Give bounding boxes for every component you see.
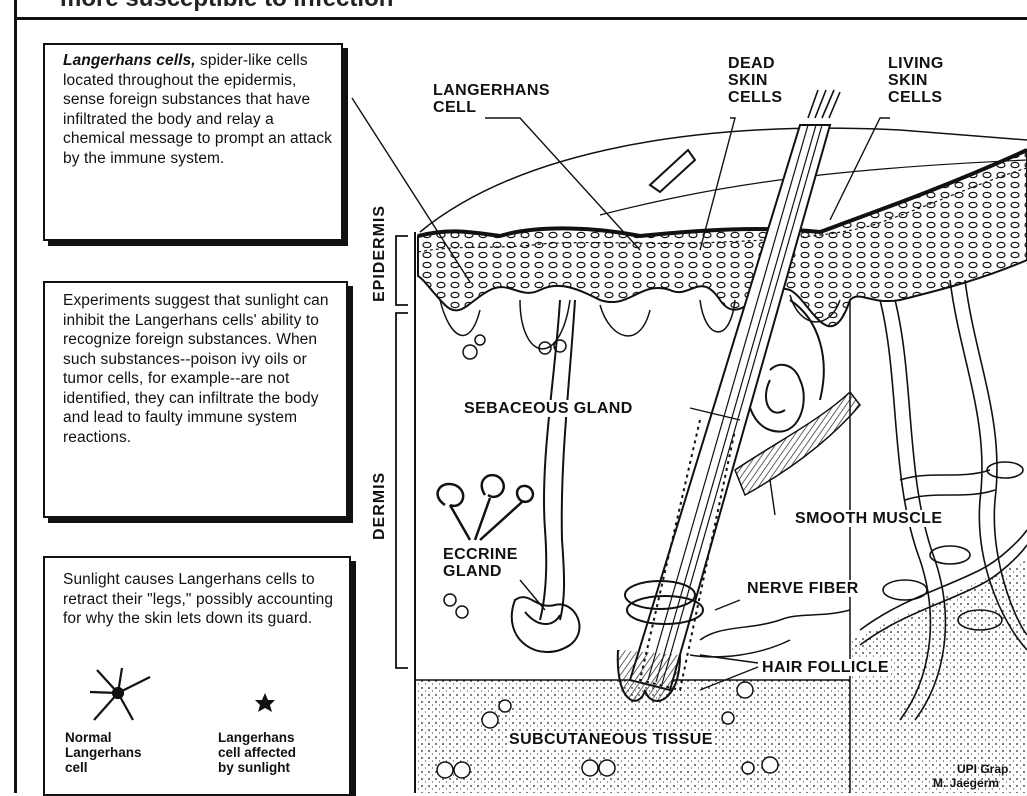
- langerhans-term: Langerhans cells,: [63, 52, 196, 69]
- smooth-muscle: [735, 392, 860, 495]
- subcutaneous-tissue-layer: [416, 560, 1027, 793]
- legend-affected-line3: by sunlight: [218, 760, 296, 775]
- legend-normal-line2: Langerhans: [65, 745, 142, 760]
- sunlight-text: Sunlight causes Langerhans cells to retr…: [63, 570, 341, 629]
- callout-langerhans-definition: Langerhans cells, spider-like cells loca…: [43, 43, 343, 241]
- experiments-text: Experiments suggest that sunlight can in…: [63, 291, 338, 447]
- label-hair-follicle: HAIR FOLLICLE: [760, 659, 891, 676]
- label-living-skin-line3: CELLS: [888, 89, 944, 106]
- hair-follicle: [618, 90, 840, 701]
- legend-affected-caption: Langerhans cell affected by sunlight: [218, 730, 296, 775]
- label-living-skin-line2: SKIN: [888, 72, 944, 89]
- coiled-gland: [438, 475, 533, 540]
- label-dead-skin-line1: DEAD: [728, 55, 782, 72]
- label-dead-skin-line3: CELLS: [728, 89, 782, 106]
- label-langerhans-cell-line2: CELL: [433, 99, 550, 116]
- credit-line2: M. Jaegerm: [933, 776, 1008, 790]
- legend-normal-caption: Normal Langerhans cell: [65, 730, 142, 775]
- label-living-skin-cells: LIVING SKIN CELLS: [888, 55, 944, 106]
- label-nerve-fiber: NERVE FIBER: [745, 580, 861, 597]
- label-eccrine-line2: GLAND: [443, 563, 518, 580]
- eccrine-gland: [512, 300, 580, 652]
- label-langerhans-cell-line1: LANGERHANS: [433, 82, 550, 99]
- legend-normal-line1: Normal: [65, 730, 142, 745]
- label-eccrine-line1: ECCRINE: [443, 546, 518, 563]
- label-smooth-muscle: SMOOTH MUSCLE: [793, 510, 944, 527]
- graphic-credit: UPI Grap M. Jaegerm: [957, 762, 1008, 790]
- legend-affected-line2: cell affected: [218, 745, 296, 760]
- credit-line1: UPI Grap: [957, 762, 1008, 776]
- label-living-skin-line1: LIVING: [888, 55, 944, 72]
- layer-brackets: [396, 236, 408, 668]
- label-dead-skin-cells: DEAD SKIN CELLS: [728, 55, 782, 106]
- langerhans-description: spider-like cells located throughout the…: [63, 52, 332, 167]
- surface-hair: [650, 150, 695, 192]
- dermis-label: DERMIS: [371, 472, 389, 540]
- callout-experiments: Experiments suggest that sunlight can in…: [43, 281, 348, 518]
- epidermis-label: EPIDERMIS: [371, 205, 389, 302]
- nerve-fiber: [690, 610, 850, 657]
- label-eccrine-gland: ECCRINE GLAND: [443, 546, 518, 580]
- label-dead-skin-line2: SKIN: [728, 72, 782, 89]
- legend-affected-line1: Langerhans: [218, 730, 296, 745]
- epidermis-layer: [418, 150, 1027, 326]
- legend-normal-line3: cell: [65, 760, 142, 775]
- label-subcutaneous-tissue: SUBCUTANEOUS TISSUE: [507, 731, 715, 748]
- label-sebaceous-gland: SEBACEOUS GLAND: [462, 400, 635, 417]
- label-langerhans-cell: LANGERHANS CELL: [433, 82, 550, 116]
